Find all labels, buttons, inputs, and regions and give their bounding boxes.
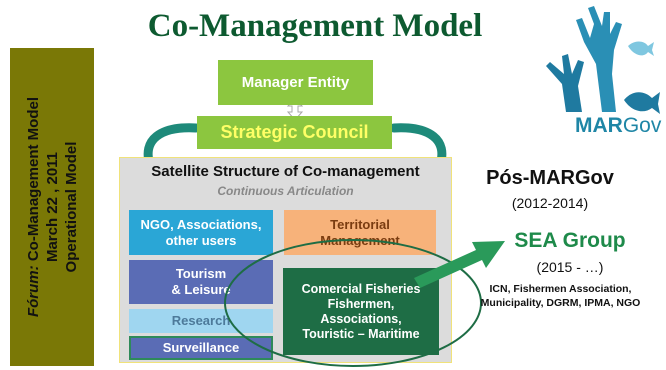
commercial-fisheries-box: Comercial Fisheries Fishermen, Associati… xyxy=(283,268,439,355)
sea-members-line-1: ICN, Fishermen Association, xyxy=(489,283,632,295)
satellite-title: Satellite Structure of Co-management xyxy=(151,162,420,180)
research-box: Research xyxy=(129,309,273,333)
sea-group-years: (2015 - …) xyxy=(536,259,604,275)
tourism-line-2: & Leisure xyxy=(171,282,231,297)
sea-group-title: SEA Group xyxy=(514,229,626,252)
ngo-line-2: other users xyxy=(165,232,237,248)
manager-entity-box: Manager Entity xyxy=(218,60,373,105)
fisheries-line-2: Fishermen, xyxy=(327,296,395,311)
highlight-ellipse xyxy=(224,239,482,367)
logo-gov: Gov xyxy=(622,114,662,137)
surveillance-box: Surveillance xyxy=(129,336,273,360)
strategic-council-box: Strategic Council xyxy=(197,116,392,149)
pos-margov-years: (2012-2014) xyxy=(511,195,589,211)
sea-group-members: ICN, Fishermen Association, Municipality… xyxy=(455,278,666,314)
logo-mar: MAR xyxy=(575,114,623,137)
territorial-line-1: Territorial xyxy=(330,216,390,232)
page-title: Co-Management Model xyxy=(147,7,483,44)
pos-margov-title: Pós-MARGov xyxy=(486,166,614,189)
fisheries-line-4: Touristic – Maritime xyxy=(302,326,420,341)
tourism-line-1: Tourism xyxy=(175,266,227,281)
satellite-subtitle: Continuous Articulation xyxy=(217,184,354,198)
margov-logo-icon xyxy=(546,6,660,114)
fisheries-line-3: Associations, xyxy=(320,311,402,326)
sea-group-arrow-icon xyxy=(414,241,505,288)
ngo-line-1: NGO, Associations, xyxy=(140,216,262,232)
fisheries-line-1: Comercial Fisheries xyxy=(301,281,421,296)
ngo-associations-box: NGO, Associations, other users xyxy=(129,210,273,255)
sea-members-line-2: Municipality, DGRM, IPMA, NGO xyxy=(480,297,641,309)
forum-panel: Fórum: Co-Management Model March 22 , 20… xyxy=(10,48,94,366)
